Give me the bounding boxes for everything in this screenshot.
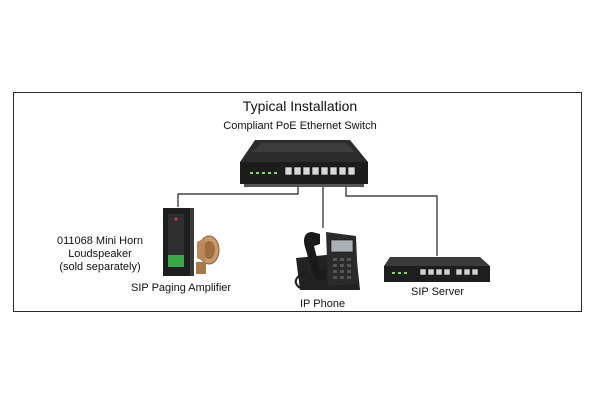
amplifier-side bbox=[190, 208, 194, 276]
phone-screen bbox=[330, 239, 354, 253]
ethernet-switch bbox=[240, 140, 368, 187]
amplifier-label: SIP Paging Amplifier bbox=[131, 282, 232, 294]
phone-label: IP Phone bbox=[300, 298, 346, 310]
switch-top-highlight bbox=[252, 143, 355, 152]
server-leds bbox=[392, 272, 407, 274]
server-top-face bbox=[384, 257, 490, 266]
amplifier-panel bbox=[168, 214, 184, 258]
horn-loudspeaker bbox=[196, 235, 220, 274]
paging-amplifier bbox=[163, 208, 194, 276]
speaker-horn-inner bbox=[203, 241, 215, 259]
diagram-title: Typical Installation bbox=[242, 98, 358, 114]
phone-cord bbox=[294, 271, 307, 289]
ip-phone bbox=[294, 232, 360, 290]
sip-server bbox=[384, 257, 490, 282]
cable-to-server bbox=[345, 186, 438, 256]
cable-to-amplifier bbox=[177, 186, 299, 207]
switch-leds bbox=[250, 172, 277, 174]
switch-label: Compliant PoE Ethernet Switch bbox=[223, 120, 377, 132]
switch-base-shadow bbox=[244, 184, 364, 187]
amplifier-terminal-block bbox=[168, 255, 184, 267]
amplifier-status-led bbox=[174, 217, 178, 221]
speaker-label: 011068 Mini Horn Loudspeaker (sold separ… bbox=[40, 235, 160, 274]
speaker-label-line2: Loudspeaker bbox=[68, 248, 132, 260]
speaker-bracket bbox=[196, 262, 206, 274]
server-ports bbox=[419, 268, 479, 276]
speaker-horn-body bbox=[197, 238, 205, 262]
server-label: SIP Server bbox=[411, 286, 464, 298]
speaker-label-line3: (sold separately) bbox=[59, 261, 141, 273]
phone-keypad bbox=[333, 258, 351, 279]
speaker-label-line1: 011068 Mini Horn bbox=[56, 235, 143, 247]
cables bbox=[177, 186, 438, 256]
phone-handset bbox=[304, 232, 326, 281]
switch-ports bbox=[284, 166, 356, 176]
